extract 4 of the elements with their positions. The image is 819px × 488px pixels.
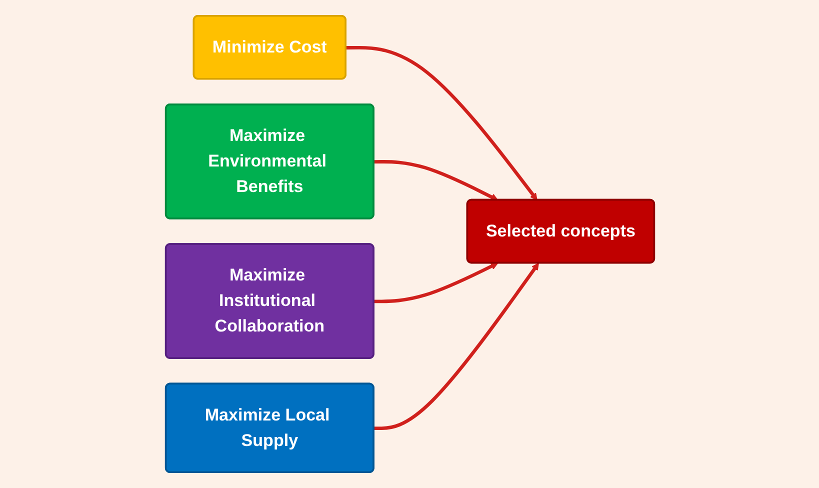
arrow — [346, 46, 537, 200]
arrow — [373, 262, 498, 304]
arrow — [373, 262, 538, 430]
arrow — [373, 160, 498, 200]
